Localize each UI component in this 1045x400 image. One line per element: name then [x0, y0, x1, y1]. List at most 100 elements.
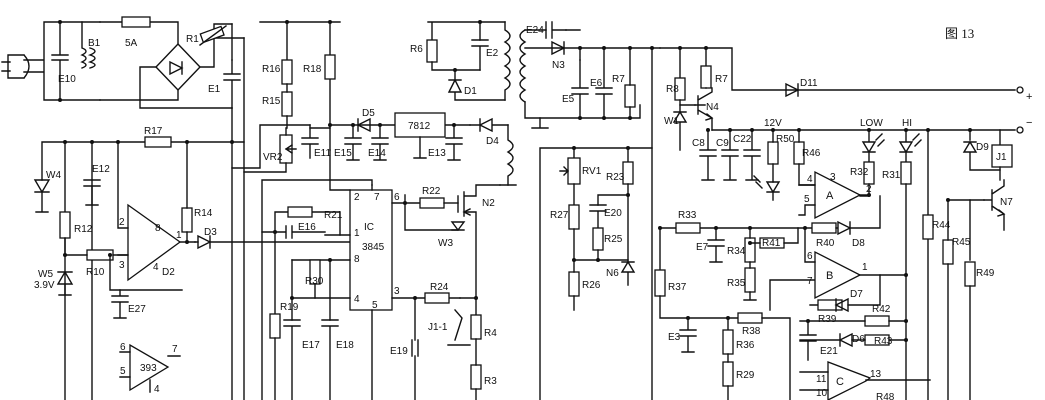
resistor-R26 — [568, 271, 580, 297]
capacitor-E3 — [679, 317, 697, 353]
resistor-R27 — [568, 204, 580, 230]
label-R22: R22 — [422, 186, 441, 197]
label-E3: E3 — [668, 332, 681, 343]
resistor-R19 — [269, 313, 281, 339]
label-R42: R42 — [872, 304, 891, 315]
label-E5: E5 — [562, 94, 575, 105]
label-minus: − — [1026, 117, 1032, 129]
label-RV1: RV1 — [582, 166, 602, 177]
label-12V: 12V — [764, 118, 782, 129]
label-R23: R23 — [606, 172, 625, 183]
label-C8: C8 — [692, 138, 705, 149]
capacitor-E6 — [595, 47, 613, 119]
label-E21: E21 — [820, 346, 838, 357]
label-R29: R29 — [736, 370, 755, 381]
capacitor-E14 — [371, 124, 389, 161]
label-E13: E13 — [428, 148, 446, 159]
svg-text:6: 6 — [807, 251, 813, 262]
led-LOW — [861, 129, 885, 163]
resistor-R14 — [181, 207, 193, 233]
label-W3: W3 — [438, 238, 453, 249]
diode-D7 — [834, 297, 849, 313]
zener-N6 — [620, 194, 636, 286]
label-R48: R48 — [876, 392, 895, 400]
label-R7: R7 — [612, 74, 625, 85]
label-B: B — [826, 270, 833, 282]
resistor-R36 — [722, 329, 734, 355]
regulator-7812 — [394, 112, 446, 138]
diode-D4 — [469, 117, 509, 133]
label-3845: 3845 — [362, 242, 385, 253]
label-R7b: R7 — [715, 74, 728, 85]
diode-D1 — [447, 78, 506, 101]
label-E7: E7 — [696, 242, 709, 253]
resistor-R3 — [470, 364, 482, 390]
svg-text:2: 2 — [354, 192, 360, 203]
label-IC: IC — [364, 222, 374, 233]
svg-text:6: 6 — [394, 192, 400, 203]
svg-text:7: 7 — [374, 192, 380, 203]
resistor-R42 — [864, 315, 890, 327]
label-A: A — [826, 190, 834, 202]
diode-D5 — [356, 117, 371, 133]
label-E2: E2 — [486, 48, 499, 59]
label-D6: D6 — [852, 334, 865, 345]
resistor-R16 — [281, 59, 293, 85]
label-D2: D2 — [162, 267, 175, 278]
svg-text:7: 7 — [807, 276, 813, 287]
label-N6: N6 — [606, 268, 619, 279]
led-HI — [898, 129, 922, 163]
fuse-5A — [121, 16, 151, 28]
transformer-main — [499, 21, 527, 186]
resistor-R21 — [287, 206, 313, 218]
resistor-R23 — [622, 161, 634, 185]
opamp-D2 — [117, 141, 196, 282]
terminal-minus[interactable] — [1016, 126, 1024, 134]
label-W4: W4 — [46, 170, 61, 181]
zener-W1 — [672, 104, 688, 151]
label-W5-voltage: 3.9V — [34, 280, 55, 291]
capacitor-C22 — [743, 129, 761, 181]
diode-D6 — [838, 332, 853, 348]
resistor-R38 — [737, 312, 763, 324]
diode-D3 — [194, 234, 351, 250]
resistor-R22 — [419, 197, 445, 209]
svg-text:3: 3 — [830, 172, 836, 183]
pin-numbers: 2 8 1 3 4 7 2 6 1 8 4 5 3 4 3 5 2 6 7 1 … — [119, 172, 882, 399]
label-R24: R24 — [430, 282, 449, 293]
svg-text:13: 13 — [870, 369, 882, 380]
label-N4: N4 — [706, 102, 719, 113]
resistor-R35 — [744, 267, 756, 293]
comparator-A — [798, 170, 862, 220]
terminal-plus[interactable] — [1016, 86, 1024, 94]
svg-text:11: 11 — [816, 374, 827, 385]
svg-text:6: 6 — [120, 342, 126, 353]
label-E20: E20 — [604, 208, 622, 219]
resistor-R24 — [424, 292, 450, 304]
resistor-R29 — [722, 361, 734, 387]
svg-text:4: 4 — [354, 294, 360, 305]
label-R46: R46 — [802, 148, 821, 159]
svg-text:8: 8 — [155, 223, 161, 234]
resistor-R50 — [767, 141, 779, 165]
label-E1: E1 — [208, 84, 221, 95]
component-labels: 图 13 B1 5A R1 E10 E1 R16 R15 R18 R6 E2 D… — [34, 25, 1032, 400]
capacitor-E7 — [707, 227, 725, 263]
label-R43: R43 — [874, 336, 893, 347]
label-R30: R30 — [305, 276, 324, 287]
label-R26: R26 — [582, 280, 601, 291]
capacitor-E21 — [799, 320, 817, 361]
label-R49: R49 — [976, 268, 995, 279]
label-R18: R18 — [303, 64, 322, 75]
svg-text:4: 4 — [153, 262, 159, 273]
figure-title: 图 13 — [945, 26, 974, 41]
capacitor-E11 — [301, 124, 319, 159]
label-R27: R27 — [550, 210, 569, 221]
capacitor-E2 — [471, 39, 489, 71]
label-D1: D1 — [464, 86, 477, 97]
capacitor-E24 — [545, 21, 567, 39]
resistor-R12 — [59, 211, 71, 239]
label-E15: E15 — [334, 148, 352, 159]
label-VR2: VR2 — [263, 152, 283, 163]
